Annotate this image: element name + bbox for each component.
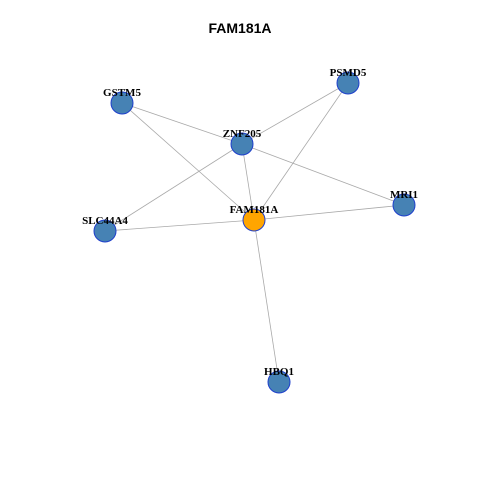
- node-hbq1: [267, 370, 291, 394]
- edge-znf205-fam181a: [241, 143, 255, 221]
- node-fam181a: [242, 208, 266, 232]
- node-label-mri1: MRI1: [390, 189, 418, 201]
- edge-psmd5-znf205: [241, 82, 349, 145]
- node-znf205: [230, 132, 254, 156]
- node-psmd5: [336, 71, 360, 95]
- graph-title: FAM181A: [208, 20, 272, 36]
- edges-layer: [104, 82, 405, 383]
- node-label-gstm5: GSTM5: [103, 87, 141, 99]
- nodes-layer: [93, 71, 416, 394]
- node-gstm5: [110, 91, 134, 115]
- edge-gstm5-fam181a: [121, 102, 255, 221]
- node-label-slc44a4: SLC44A4: [82, 215, 128, 227]
- node-label-hbq1: HBQ1: [264, 366, 294, 378]
- node-label-psmd5: PSMD5: [330, 67, 367, 79]
- node-label-fam181a: FAM181A: [230, 204, 279, 216]
- node-label-znf205: ZNF205: [223, 128, 262, 140]
- node-mri1: [392, 193, 416, 217]
- edge-znf205-slc44a4: [104, 143, 243, 232]
- edge-psmd5-fam181a: [253, 82, 349, 221]
- edge-gstm5-znf205: [121, 102, 243, 145]
- edge-fam181a-hbq1: [253, 219, 280, 383]
- edge-slc44a4-fam181a: [104, 219, 255, 232]
- node-slc44a4: [93, 219, 117, 243]
- edge-znf205-mri1: [241, 143, 405, 206]
- edge-fam181a-mri1: [253, 204, 405, 221]
